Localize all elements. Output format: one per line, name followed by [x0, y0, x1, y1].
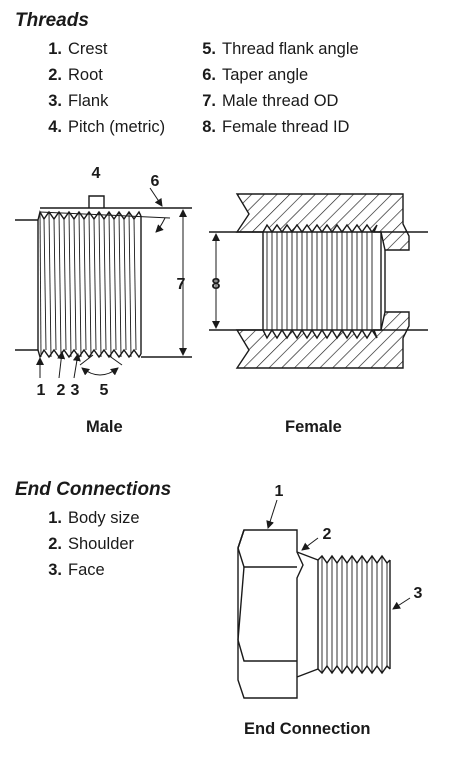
end-connections-list: 1.Body size 2.Shoulder 3.Face: [36, 505, 140, 583]
end-thread-flank-lines: [321, 556, 388, 673]
callout-8: 8: [212, 276, 221, 293]
end-connection-caption: End Connection: [244, 720, 371, 738]
end-thread-bottom: [317, 664, 391, 675]
list-item: 4.Pitch (metric): [48, 118, 166, 136]
threads-heading: Threads: [15, 10, 89, 31]
list-item: 1.Body size: [48, 509, 140, 527]
callout-6: 6: [151, 173, 160, 190]
threads-list-left: 1.Crest 2.Root 3.Flank 4.Pitch (metric): [36, 36, 165, 140]
taper-line: [39, 211, 171, 219]
male-thread-flank-lines: [39, 211, 137, 358]
list-item: 6.Taper angle: [202, 66, 309, 84]
list-item: 2.Shoulder: [48, 535, 135, 553]
female-caption: Female: [285, 418, 342, 436]
male-caption: Male: [86, 418, 123, 436]
pitch-bracket: [88, 195, 105, 208]
end-callout-1: 1: [275, 483, 284, 500]
callout-5: 5: [100, 382, 109, 399]
end-connection-drawing: [237, 499, 411, 699]
end-callout-2: 2: [323, 526, 332, 543]
list-item: 8.Female thread ID: [202, 118, 350, 136]
end-callout-3: 3: [414, 585, 423, 602]
callout-3: 3: [71, 382, 80, 399]
end-thread-top: [317, 554, 391, 565]
callout-1: 1: [37, 382, 46, 399]
female-thread-flank-lines: [266, 232, 373, 330]
list-item: 1.Crest: [48, 40, 108, 58]
callout-2: 2: [57, 382, 66, 399]
hex-body: [237, 529, 304, 699]
male-thread-drawing: [15, 187, 192, 379]
list-item: 3.Flank: [48, 92, 109, 110]
list-item: 2.Root: [48, 66, 103, 84]
list-item: 3.Face: [48, 561, 105, 579]
list-item: 5.Thread flank angle: [202, 40, 359, 58]
threads-list-right: 5.Thread flank angle 6.Taper angle 7.Mal…: [190, 36, 359, 140]
callout-7: 7: [177, 276, 186, 293]
list-item: 7.Male thread OD: [202, 92, 339, 110]
callout-4: 4: [92, 165, 101, 182]
end-connections-heading: End Connections: [15, 479, 172, 500]
male-thread-bottom-profile: [37, 348, 142, 359]
female-thread-drawing: [209, 193, 428, 369]
